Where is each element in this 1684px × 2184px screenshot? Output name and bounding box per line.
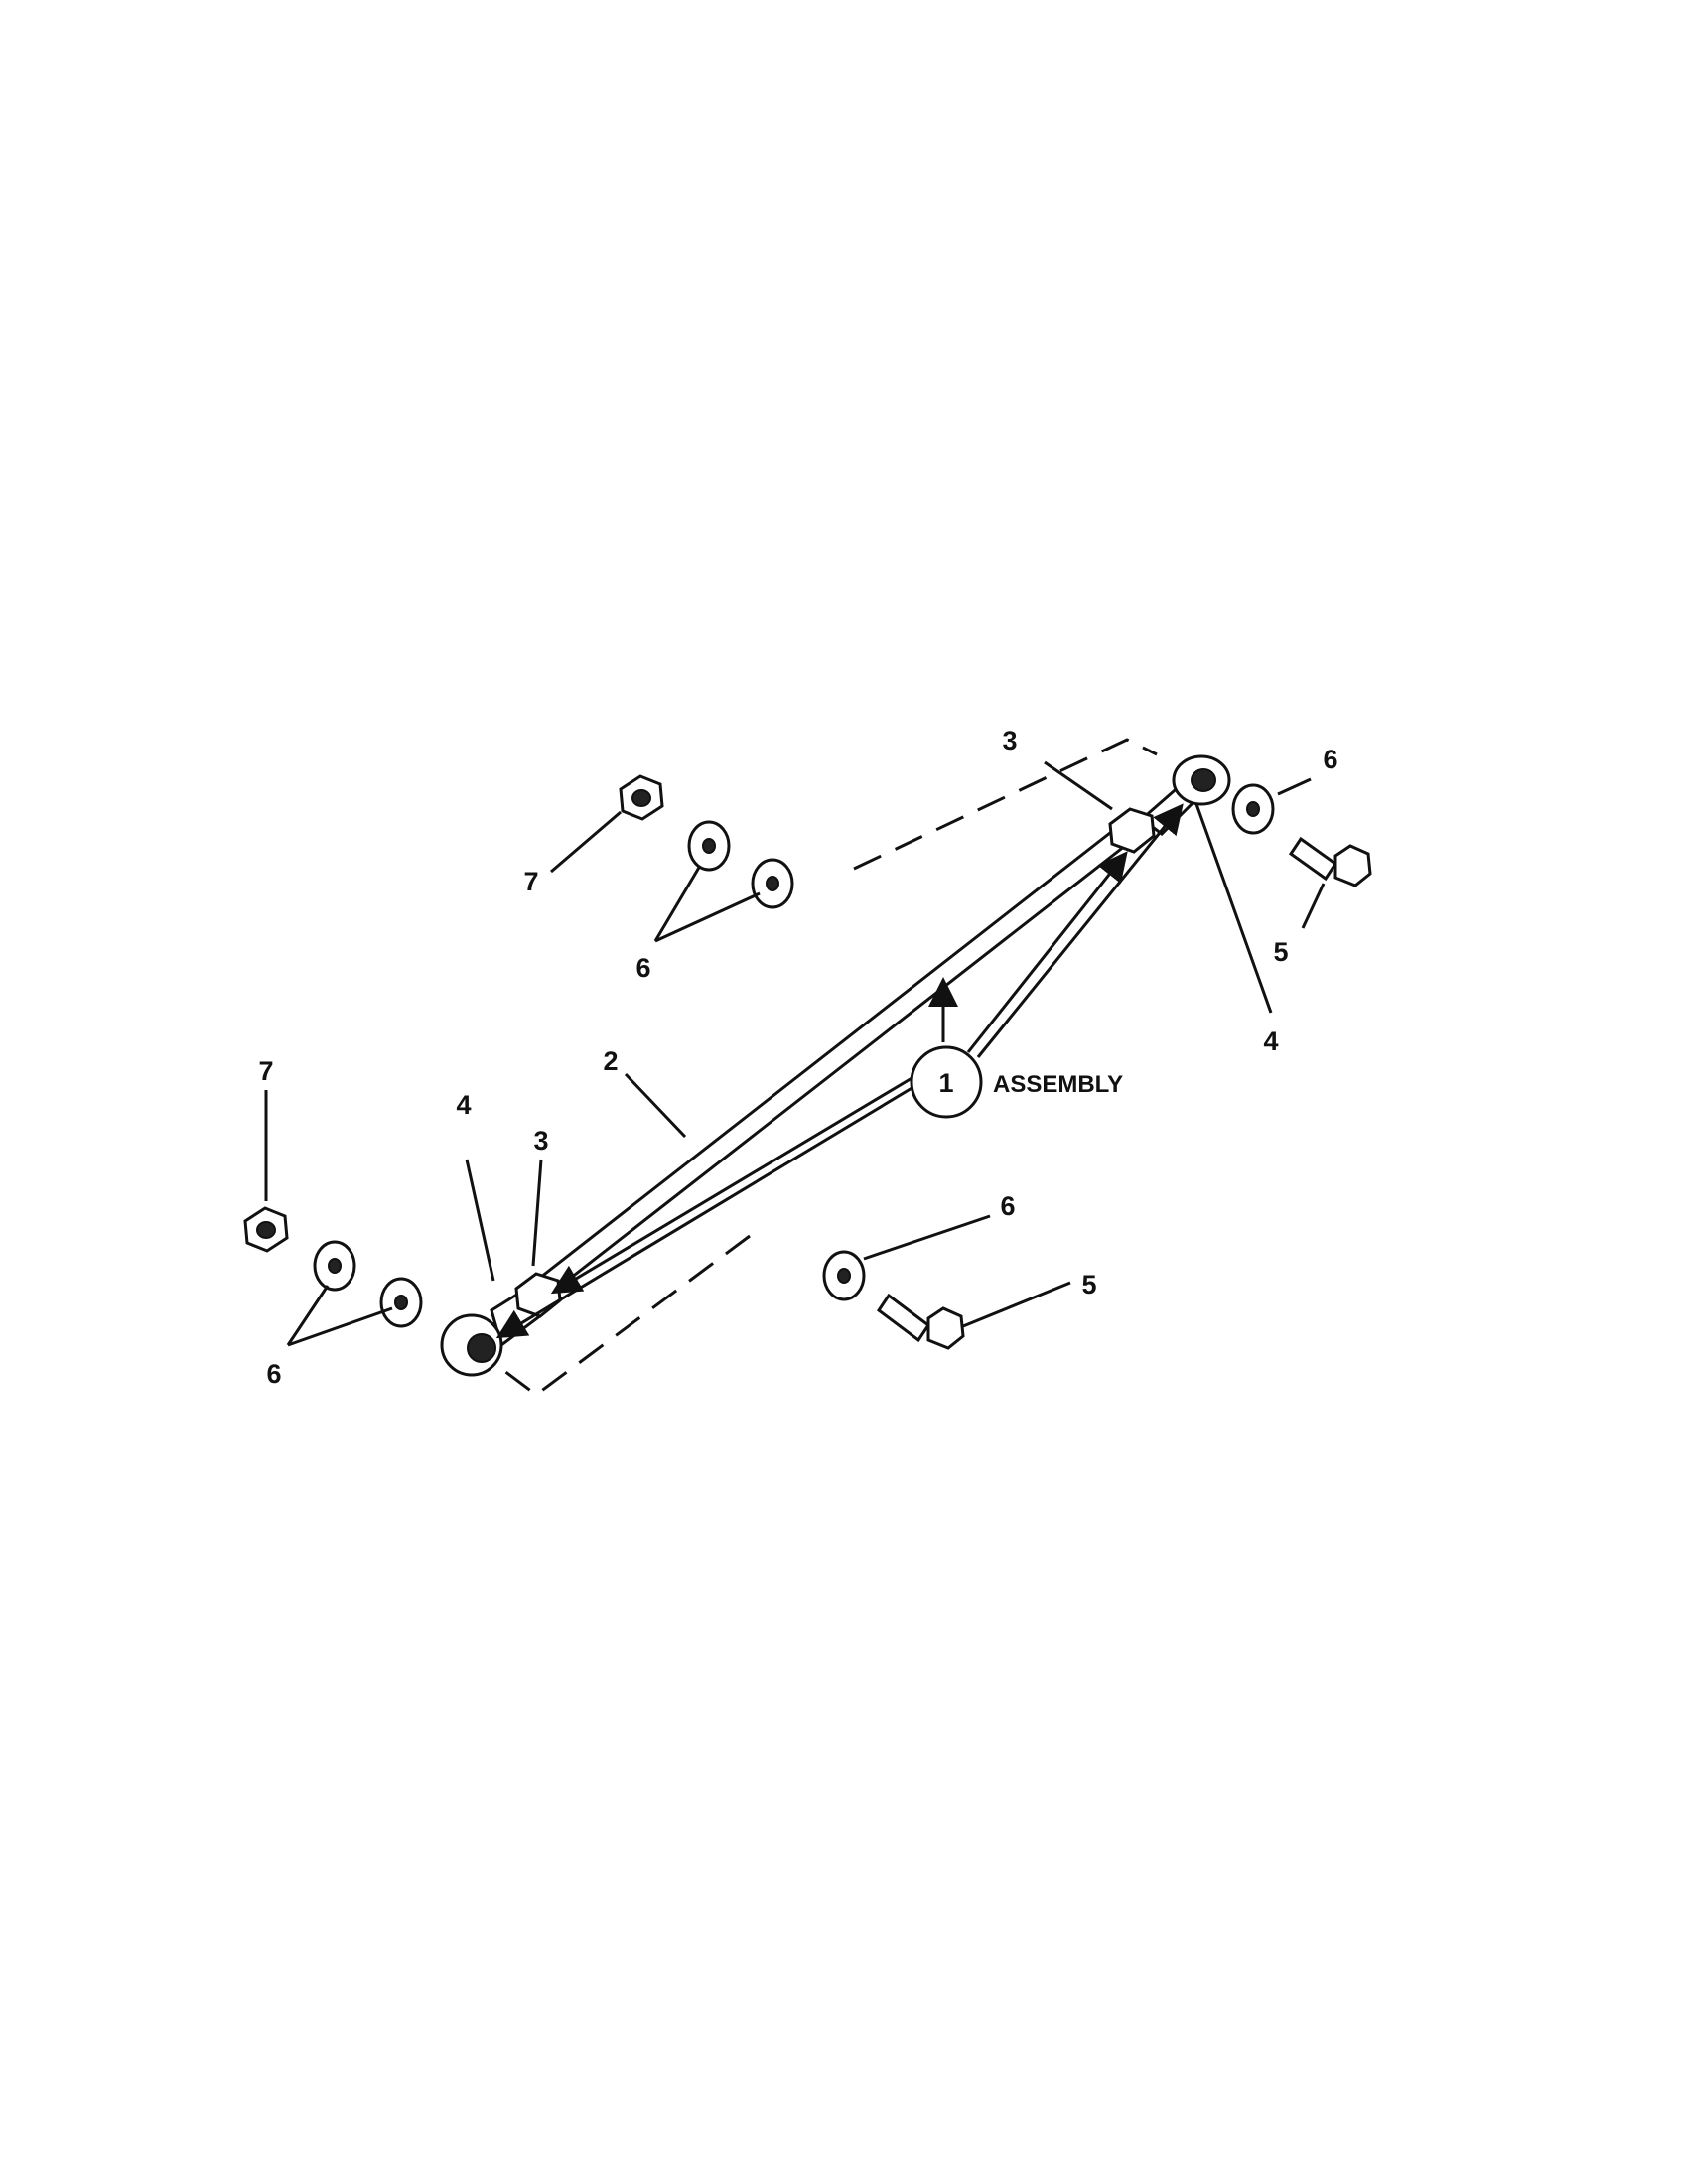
callout-6-lower-left: 6 (266, 1359, 281, 1389)
upper-locknut (619, 774, 664, 821)
lower-bolt (876, 1293, 965, 1350)
lower-locknut (243, 1206, 289, 1253)
callout-7-upper: 7 (523, 867, 538, 896)
assembly-item-circle (910, 1045, 983, 1119)
callout-3-lower: 3 (533, 1126, 548, 1156)
upper-bolt (1288, 836, 1372, 887)
upper-right-washer (1231, 783, 1275, 835)
lower-right-washer (822, 1250, 866, 1301)
callout-4-upper: 4 (1263, 1026, 1278, 1056)
callout-2-tube: 2 (603, 1046, 618, 1076)
guide-lines (495, 738, 1158, 1397)
upper-guide-line (853, 738, 1158, 871)
callout-5-lower: 5 (1081, 1270, 1096, 1299)
callout-1: 1 (938, 1068, 953, 1098)
assembly-label: ASSEMBLY (993, 1071, 1123, 1098)
tie-rod-tube (535, 820, 1135, 1297)
callout-labels: 1 ASSEMBLY 2 3 3 4 4 5 5 6 6 6 6 7 7 (258, 726, 1337, 1389)
upper-rod-end (1139, 754, 1231, 836)
callout-6-upper-right: 6 (1323, 745, 1337, 774)
lower-jam-nut (514, 1272, 562, 1318)
assembly-arrows (495, 803, 1184, 1339)
callout-4-lower: 4 (456, 1090, 471, 1120)
callout-7-lower: 7 (258, 1056, 273, 1086)
callout-3-upper: 3 (1002, 726, 1017, 755)
callout-5-upper: 5 (1273, 937, 1288, 967)
lower-left-washer-1 (313, 1240, 356, 1292)
callout-6-upper-left: 6 (635, 953, 650, 983)
leader-lines (264, 760, 1326, 1347)
upper-left-washer-2 (751, 858, 794, 909)
lower-guide-line (495, 1234, 751, 1397)
upper-left-washer-1 (687, 820, 731, 872)
upper-jam-nut (1108, 807, 1156, 854)
lower-left-washer-2 (379, 1277, 423, 1328)
callout-6-lower-right: 6 (1000, 1191, 1015, 1221)
